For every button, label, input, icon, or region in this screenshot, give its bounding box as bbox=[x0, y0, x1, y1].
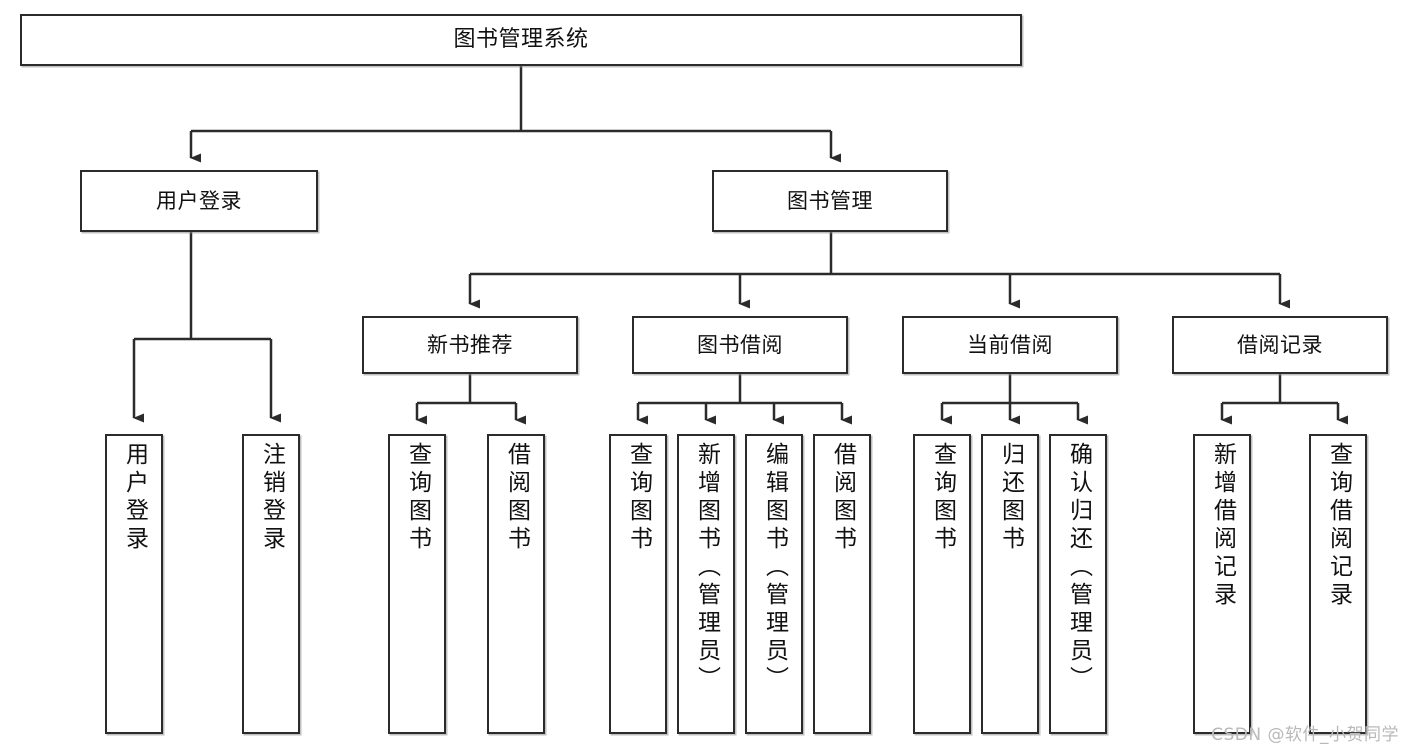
node-label-new-book-recommend: 新书推荐 bbox=[427, 332, 513, 357]
node-label-current-borrow: 当前借阅 bbox=[967, 332, 1053, 357]
leaf-return-book[interactable]: 归还图书 bbox=[981, 434, 1039, 734]
leaf-label-user-login: 用户登录 bbox=[121, 442, 148, 554]
leaf-label-query-book-1: 查询图书 bbox=[404, 442, 431, 554]
leaf-query-book-3[interactable]: 查询图书 bbox=[913, 434, 971, 734]
leaf-label-edit-book: 编辑图书（管理员） bbox=[761, 442, 788, 694]
leaf-label-logout: 注销登录 bbox=[258, 442, 285, 554]
node-label-borrow-record: 借阅记录 bbox=[1237, 332, 1323, 357]
node-new-book-recommend[interactable]: 新书推荐 bbox=[362, 316, 578, 374]
node-borrow-record[interactable]: 借阅记录 bbox=[1172, 316, 1388, 374]
leaf-add-record[interactable]: 新增借阅记录 bbox=[1193, 434, 1251, 734]
node-current-borrow[interactable]: 当前借阅 bbox=[902, 316, 1118, 374]
leaf-borrow-book-2[interactable]: 借阅图书 bbox=[813, 434, 871, 734]
leaf-user-login[interactable]: 用户登录 bbox=[105, 434, 163, 734]
node-root-book-management-system[interactable]: 图书管理系统 bbox=[20, 14, 1022, 66]
node-label-book-borrow: 图书借阅 bbox=[697, 332, 783, 357]
node-user-login[interactable]: 用户登录 bbox=[80, 170, 318, 232]
leaf-label-return-book: 归还图书 bbox=[997, 442, 1024, 554]
leaf-query-book-1[interactable]: 查询图书 bbox=[388, 434, 446, 734]
leaf-label-query-record: 查询借阅记录 bbox=[1325, 442, 1352, 610]
csdn-watermark: CSDN @软件_小贺同学 bbox=[1211, 725, 1399, 745]
leaf-label-confirm-return: 确认归还（管理员） bbox=[1065, 442, 1092, 694]
node-book-borrow[interactable]: 图书借阅 bbox=[632, 316, 848, 374]
node-label-book-management: 图书管理 bbox=[787, 188, 873, 213]
leaf-borrow-book-1[interactable]: 借阅图书 bbox=[487, 434, 545, 734]
leaf-label-query-book-2: 查询图书 bbox=[625, 442, 652, 554]
leaf-edit-book[interactable]: 编辑图书（管理员） bbox=[745, 434, 803, 734]
leaf-query-record[interactable]: 查询借阅记录 bbox=[1309, 434, 1367, 734]
leaf-label-add-record: 新增借阅记录 bbox=[1209, 442, 1236, 610]
node-label-root: 图书管理系统 bbox=[453, 27, 589, 53]
node-label-user-login: 用户登录 bbox=[156, 188, 242, 213]
leaf-logout[interactable]: 注销登录 bbox=[242, 434, 300, 734]
leaf-add-book[interactable]: 新增图书（管理员） bbox=[677, 434, 735, 734]
leaf-label-borrow-book-2: 借阅图书 bbox=[829, 442, 856, 554]
node-book-management[interactable]: 图书管理 bbox=[712, 170, 948, 232]
leaf-label-add-book: 新增图书（管理员） bbox=[693, 442, 720, 694]
leaf-label-query-book-3: 查询图书 bbox=[929, 442, 956, 554]
leaf-label-borrow-book-1: 借阅图书 bbox=[503, 442, 530, 554]
leaf-confirm-return[interactable]: 确认归还（管理员） bbox=[1049, 434, 1107, 734]
leaf-query-book-2[interactable]: 查询图书 bbox=[609, 434, 667, 734]
